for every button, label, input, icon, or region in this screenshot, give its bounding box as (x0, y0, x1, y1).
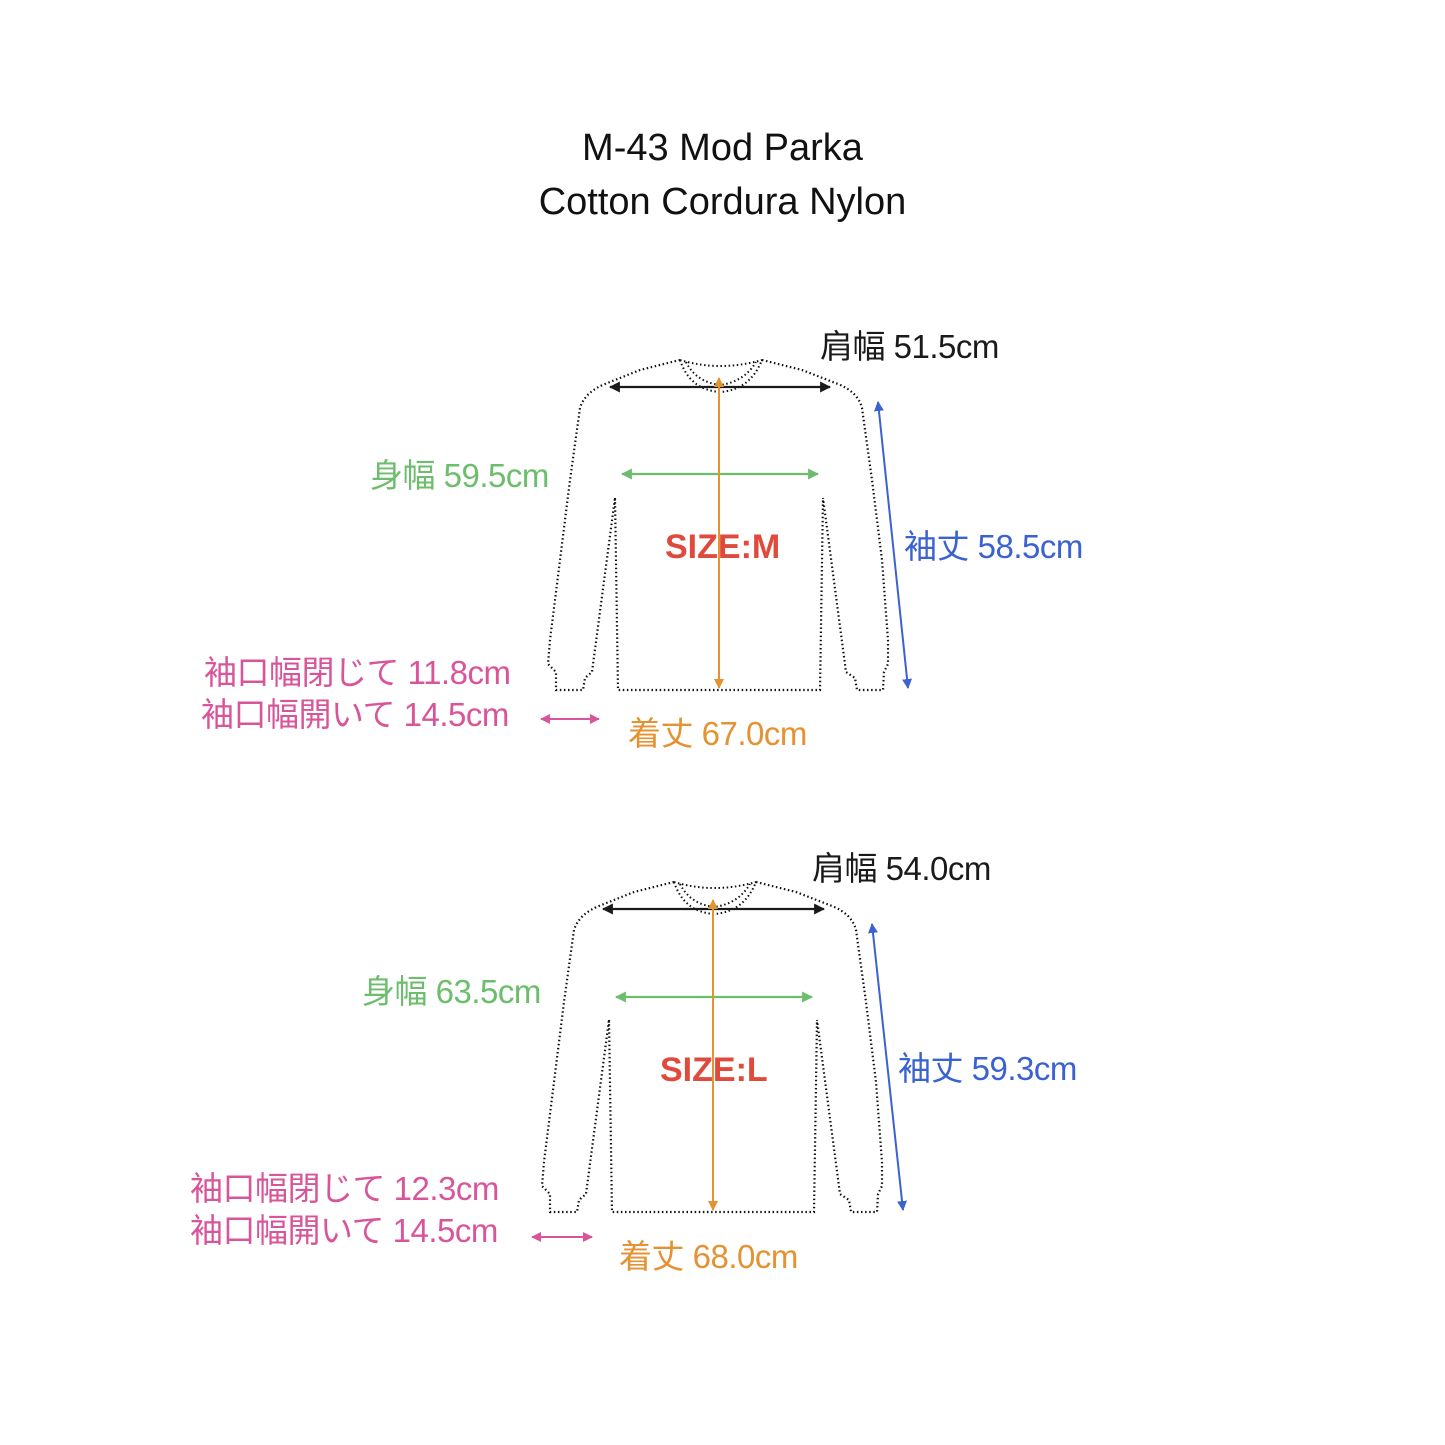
cuff-closed-label-m: 袖口幅閉じて 11.8cm (204, 654, 511, 691)
body-length-label-m: 着丈 67.0cm (628, 715, 807, 752)
cuff-closed-label-l: 袖口幅閉じて 12.3cm (190, 1170, 499, 1207)
sleeve-arrow-l (867, 923, 908, 1211)
sleeve-length-label-m: 袖丈 58.5cm (904, 528, 1083, 565)
body-length-label-l: 着丈 68.0cm (619, 1238, 798, 1275)
sleeve-length-label-l: 袖丈 59.3cm (898, 1050, 1077, 1087)
shoulder-width-label-m: 肩幅 51.5cm (820, 328, 999, 365)
product-material: Cotton Cordura Nylon (538, 181, 907, 223)
size-label-m: SIZE:M (665, 528, 781, 566)
cuff-open-label-l: 袖口幅開いて 14.5cm (190, 1212, 498, 1249)
cuff-open-label-m: 袖口幅開いて 14.5cm (201, 696, 509, 733)
size-label-l: SIZE:L (660, 1051, 768, 1089)
product-title: M-43 Mod Parka (582, 127, 863, 169)
chest-width-label-l: 身幅 63.5cm (362, 973, 541, 1010)
chest-width-label-m: 身幅 59.5cm (370, 457, 549, 494)
sleeve-arrow-m (873, 401, 913, 689)
shoulder-width-label-l: 肩幅 54.0cm (812, 850, 991, 887)
